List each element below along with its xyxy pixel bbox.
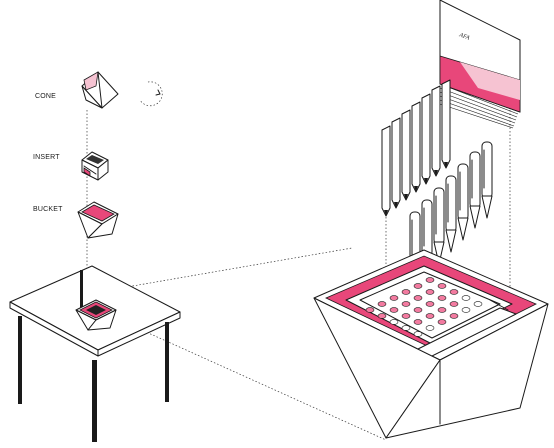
cone-label: CONE	[35, 93, 56, 100]
bucket-label: BUCKET	[33, 206, 63, 213]
cone-icon	[82, 72, 118, 108]
pen	[434, 188, 444, 264]
pencil	[412, 102, 420, 192]
insert-label: INSERT	[33, 154, 60, 161]
pencil	[432, 86, 440, 176]
table-icon	[10, 266, 180, 442]
bucket-icon	[78, 202, 118, 238]
rotate-arrow-icon	[140, 82, 162, 106]
pencil	[442, 80, 450, 168]
insert-icon	[82, 152, 108, 180]
pencil	[392, 118, 400, 208]
speaker-card	[440, 0, 520, 128]
pencil	[382, 126, 390, 216]
pen	[470, 152, 480, 228]
pencil	[402, 110, 410, 200]
pen	[458, 164, 468, 240]
pen	[446, 176, 456, 252]
pen	[482, 142, 492, 218]
pencil	[422, 94, 430, 184]
